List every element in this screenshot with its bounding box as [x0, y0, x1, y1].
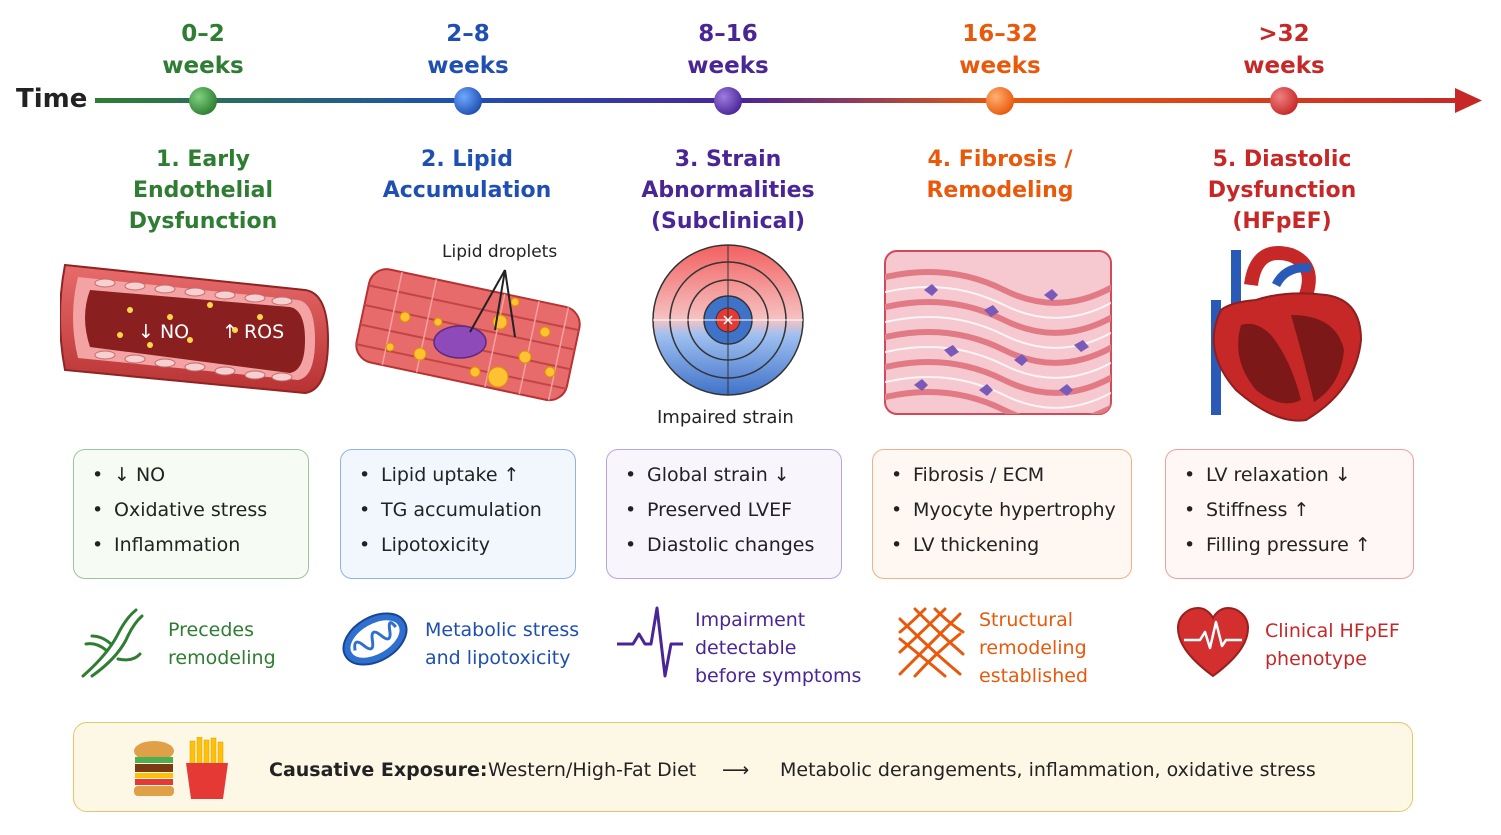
timeline-node-5 — [1270, 87, 1298, 115]
vessel-icon — [81, 608, 144, 678]
finding-item: Diastolic changes — [625, 528, 841, 563]
finding-item: Lipotoxicity — [359, 528, 575, 563]
finding-item: TG accumulation — [359, 493, 575, 528]
finding-item: LV relaxation ↓ — [1184, 458, 1413, 493]
timeline-node-3 — [714, 87, 742, 115]
cardiomyocyte-illustration — [355, 268, 581, 402]
finding-item: Oxidative stress — [92, 493, 308, 528]
findings-box-2: Lipid uptake ↑ TG accumulation Lipotoxic… — [340, 449, 576, 579]
finding-item: Global strain ↓ — [625, 458, 841, 493]
heart-ecg-icon — [1176, 606, 1250, 678]
findings-box-5: LV relaxation ↓ Stiffness ↑ Filling pres… — [1165, 449, 1414, 579]
causative-exposure-panel: Causative Exposure: Western/High-Fat Die… — [73, 722, 1413, 812]
findings-box-3: Global strain ↓ Preserved LVEF Diastolic… — [606, 449, 842, 579]
causative-exposure-label: Causative Exposure: — [269, 759, 488, 781]
heart-illustration — [1211, 246, 1363, 422]
exposure-value: Western/High-Fat Diet — [488, 759, 697, 781]
timeline-arrow — [95, 87, 1482, 115]
fast-food-icon — [134, 737, 228, 799]
strain-bullseye-illustration — [652, 244, 804, 396]
stage-title-4: 4. Fibrosis /Remodeling — [926, 147, 1074, 203]
ecg-icon — [617, 606, 683, 678]
timeline-arrowhead — [1455, 88, 1482, 113]
finding-item: Filling pressure ↑ — [1184, 528, 1413, 563]
findings-box-4: Fibrosis / ECM Myocyte hypertrophy LV th… — [872, 449, 1132, 579]
exposure-outcome: Metabolic derangements, inflammation, ox… — [780, 759, 1316, 781]
time-axis-label: Time — [16, 84, 88, 114]
finding-item: Fibrosis / ECM — [891, 458, 1131, 493]
mitochondrion-icon — [342, 612, 408, 666]
timeline-node-4 — [986, 87, 1014, 115]
vessel-ros-label: ↑ ROS — [222, 321, 285, 343]
timeline-node-1 — [189, 87, 217, 115]
finding-item: LV thickening — [891, 528, 1131, 563]
vessel-no-label: ↓ NO — [138, 321, 190, 343]
impaired-strain-label: Impaired strain — [657, 407, 794, 428]
finding-item: Lipid uptake ↑ — [359, 458, 575, 493]
lipid-droplets-label: Lipid droplets — [442, 242, 558, 262]
findings-box-1: ↓ NO Oxidative stress Inflammation — [73, 449, 309, 579]
finding-item: ↓ NO — [92, 458, 308, 493]
fibrosis-tissue-illustration — [884, 250, 1112, 415]
finding-item: Stiffness ↑ — [1184, 493, 1413, 528]
timeline-node-2 — [454, 87, 482, 115]
fibrosis-mesh-icon — [898, 607, 965, 678]
finding-item: Preserved LVEF — [625, 493, 841, 528]
finding-item: Myocyte hypertrophy — [891, 493, 1131, 528]
exposure-arrow: ⟶ — [722, 759, 750, 781]
blood-vessel-illustration — [60, 263, 330, 395]
finding-item: Inflammation — [92, 528, 308, 563]
